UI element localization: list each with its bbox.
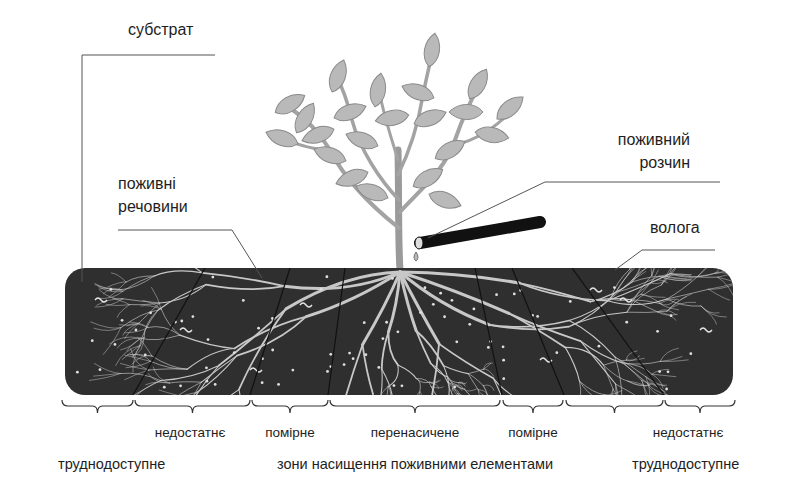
substrate-label: субстрат	[128, 20, 228, 39]
zones-caption: зони насищення поживними елементами	[225, 456, 605, 473]
leaf	[449, 105, 483, 120]
leaf	[426, 187, 463, 213]
zone-brackets	[62, 400, 735, 413]
zone-label: недостатнє	[130, 425, 250, 441]
zone-label: помірне	[483, 425, 583, 441]
substrate	[65, 268, 733, 395]
leader-lines	[82, 55, 720, 282]
leaf	[343, 127, 380, 153]
leaf	[422, 32, 443, 68]
zone-dividers	[133, 268, 664, 395]
zone-label: перенасичене	[355, 425, 475, 441]
leaf	[333, 165, 370, 191]
leaf	[311, 142, 348, 168]
nozzle	[414, 222, 540, 261]
zone-label: недостатнє	[628, 425, 748, 441]
leaves	[263, 32, 527, 213]
nutrient-dots	[76, 275, 712, 390]
inaccessible-label: труднодоступне	[58, 456, 208, 473]
leaf	[492, 91, 528, 124]
leaf	[474, 125, 510, 146]
zone-label: помірне	[240, 425, 340, 441]
leaf	[399, 79, 436, 105]
leaf	[368, 72, 389, 108]
leaf	[411, 105, 448, 131]
leaf	[331, 99, 368, 125]
leaf	[299, 122, 336, 148]
nutrients-label: поживні речовини	[118, 172, 208, 218]
moisture-label: волога	[650, 218, 730, 237]
leaf	[463, 66, 493, 103]
leaf	[432, 135, 469, 165]
roots	[89, 268, 733, 395]
inaccessible-label: труднодоступне	[632, 456, 792, 473]
nutrient-solution-label: поживний розчин	[590, 128, 690, 174]
leaf	[325, 57, 351, 94]
leaf	[374, 108, 410, 129]
leaf	[410, 163, 447, 193]
